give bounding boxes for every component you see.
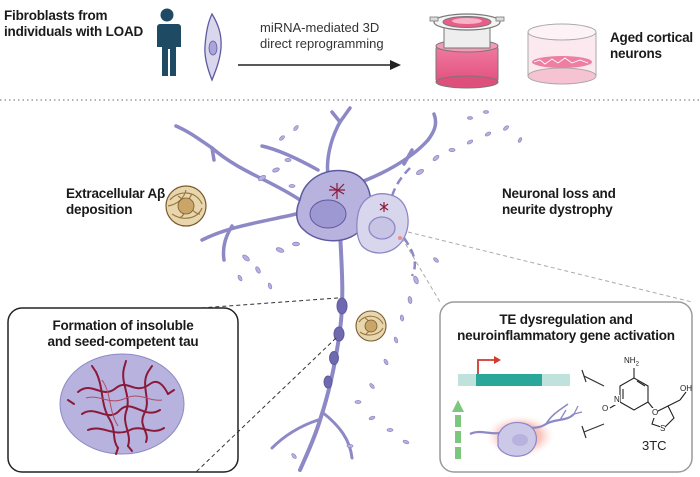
- dying-neuron: [356, 167, 416, 277]
- chem-s-label: S: [660, 424, 666, 434]
- lamivudine-structure: [609, 368, 687, 429]
- neurite-fragments: [237, 110, 523, 459]
- abeta-label-line2: deposition: [66, 202, 133, 217]
- zoom-connector-lines: [195, 297, 339, 473]
- chem-nh2-label: NH2: [624, 356, 639, 370]
- method-label: miRNA-mediated 3D direct reprogramming: [260, 20, 384, 52]
- tau-title-line2: and seed-competent tau: [47, 334, 199, 349]
- loss-label-line2: neurite dystrophy: [502, 202, 613, 217]
- result-label-line2: neurons: [610, 46, 662, 61]
- person-icon: [156, 8, 181, 76]
- source-label-line1: Fibroblasts from: [4, 8, 108, 23]
- te-title-line2: neuroinflammatory gene activation: [457, 328, 675, 343]
- chem-n-label: N: [614, 395, 620, 405]
- amyloid-plaque-small-icon: [355, 310, 387, 342]
- inflamed-cell-icon: [469, 403, 583, 458]
- zoom-connector-lines-te: [401, 231, 693, 303]
- te-panel-title: TE dysregulation and neuroinflammatory g…: [440, 312, 692, 344]
- chem-o-carbonyl-label: O: [602, 404, 609, 413]
- reprogramming-arrow: [238, 60, 401, 70]
- neuron-dish-icon: [527, 23, 597, 85]
- method-label-line1: miRNA-mediated 3D: [260, 20, 380, 35]
- inhibition-lines: [581, 369, 605, 439]
- neuronal-loss-label: Neuronal loss and neurite dystrophy: [502, 186, 616, 218]
- tau-title-line1: Formation of insoluble: [52, 318, 194, 333]
- te-title-line1: TE dysregulation and: [499, 312, 633, 327]
- source-label-line2: individuals with LOAD: [4, 24, 144, 39]
- aged-neurons-label: Aged cortical neurons: [610, 30, 693, 62]
- amyloid-plaque-icon: [165, 185, 207, 227]
- chem-oh-label: OH: [680, 384, 692, 393]
- chem-nh-sub: 2: [635, 361, 639, 368]
- loss-label-line1: Neuronal loss and: [502, 186, 616, 201]
- result-label-line1: Aged cortical: [610, 30, 693, 45]
- fibroblast-source-label: Fibroblasts from individuals with LOAD: [4, 8, 143, 40]
- method-label-line2: direct reprogramming: [260, 36, 384, 51]
- abeta-label: Extracellular Aβ deposition: [66, 186, 165, 218]
- tau-tangle-marks: [329, 183, 402, 240]
- drug-label-3tc: 3TC: [642, 438, 667, 453]
- abeta-label-line1: Extracellular Aβ: [66, 186, 166, 201]
- culture-insert-icon: [429, 13, 505, 89]
- upregulation-arrow-icon: [452, 400, 464, 459]
- chem-nh: NH: [624, 356, 636, 365]
- gene-activation-icon: [458, 356, 570, 386]
- fibroblast-icon: [204, 12, 222, 82]
- tau-aggregate-icon: [59, 353, 185, 455]
- chem-o-ring-label: O: [652, 408, 659, 418]
- tau-panel-title: Formation of insoluble and seed-competen…: [8, 318, 238, 350]
